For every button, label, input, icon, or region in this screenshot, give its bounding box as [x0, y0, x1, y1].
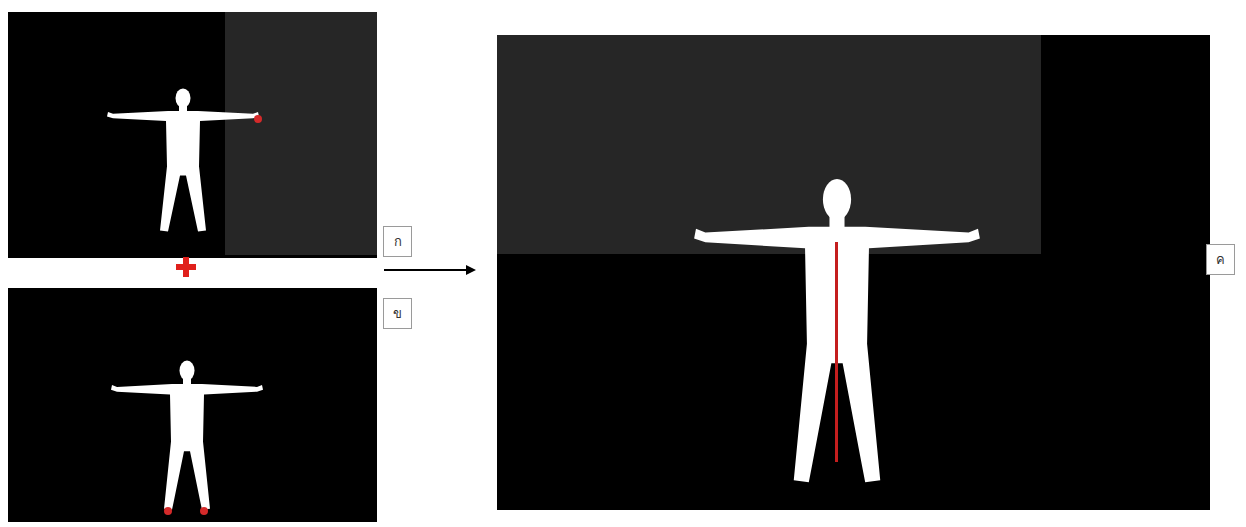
panel-bottom — [8, 288, 377, 522]
plus-sign — [183, 257, 189, 277]
label-text: ข — [393, 303, 402, 324]
silhouette — [111, 360, 263, 509]
arrow — [384, 269, 468, 271]
label-box: ก — [383, 226, 412, 257]
panel-top — [8, 12, 377, 258]
height-line — [835, 242, 838, 462]
label-box: ข — [383, 298, 412, 329]
foot-point — [164, 507, 172, 515]
panel-result — [497, 35, 1210, 510]
overlay — [225, 12, 377, 255]
arrow-head — [466, 265, 476, 275]
label-box: ค — [1206, 244, 1235, 275]
hand-point — [254, 115, 262, 123]
label-text: ก — [394, 231, 402, 252]
foot-point — [200, 507, 208, 515]
label-text: ค — [1216, 249, 1225, 270]
overlay — [497, 35, 1041, 254]
